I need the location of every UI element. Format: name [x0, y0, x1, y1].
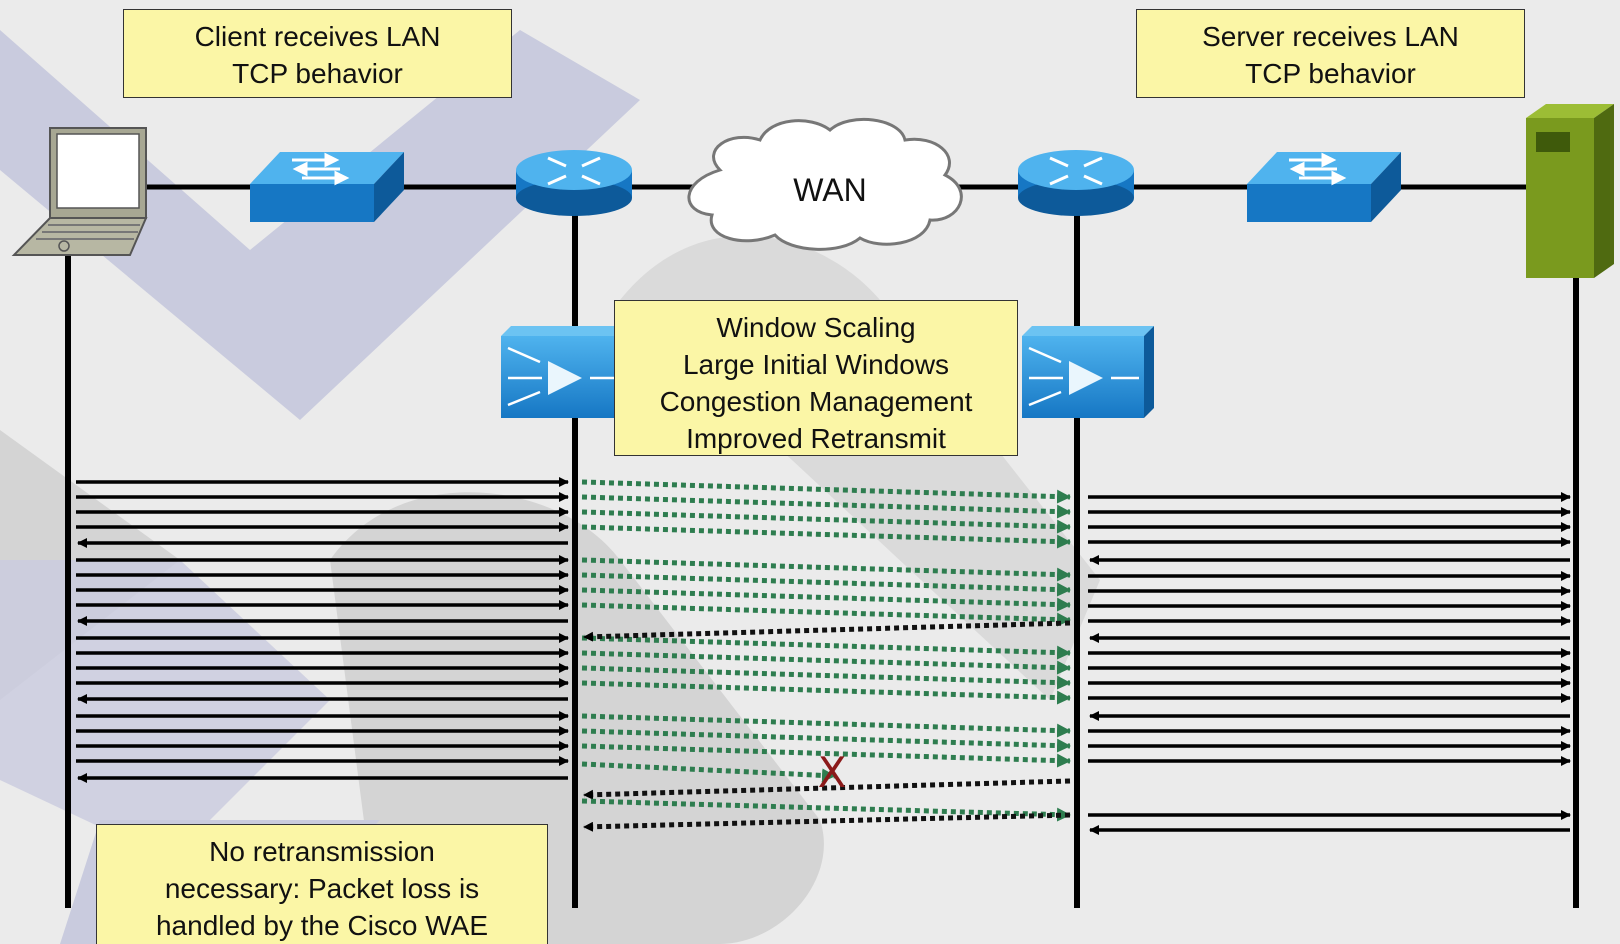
- retransmit-arrow: [581, 798, 1071, 822]
- optimized-data-arrow: [581, 494, 1071, 519]
- note-line: TCP behavior: [232, 58, 403, 89]
- optimized-data-arrow: [581, 713, 1071, 738]
- optimization-features-note: Window Scaling Large Initial Windows Con…: [614, 300, 1018, 456]
- note-line: Client receives LAN: [194, 21, 441, 52]
- timelines: [65, 205, 1579, 908]
- client-tcp-note: Client receives LAN TCP behavior: [123, 9, 512, 98]
- packet-loss-note: No retransmission necessary: Packet loss…: [96, 824, 548, 944]
- feature-large-initial-windows: Large Initial Windows: [682, 349, 950, 380]
- optimized-data-arrow: [581, 743, 1071, 768]
- laptop-icon: [11, 127, 148, 256]
- wan-ack-arrow: [583, 778, 1071, 800]
- optimized-data-arrow: [581, 650, 1071, 675]
- server-icon: [1526, 104, 1614, 278]
- feature-congestion-management: Congestion Management: [659, 386, 973, 417]
- router-icon: [516, 150, 632, 216]
- packet-drop-marker: X: [817, 748, 847, 797]
- wae-icon: [1022, 326, 1154, 418]
- note-line: necessary: Packet loss is: [164, 873, 480, 904]
- optimized-data-arrow: [581, 524, 1071, 549]
- wan-label: WAN: [793, 172, 867, 208]
- optimized-data-arrow: [581, 509, 1071, 534]
- optimized-data-arrow: [581, 665, 1071, 690]
- note-line: Server receives LAN: [1202, 21, 1459, 52]
- note-line: handled by the Cisco WAE: [155, 910, 489, 941]
- wan-ack-arrow: [583, 812, 1071, 832]
- feature-window-scaling: Window Scaling: [716, 312, 916, 343]
- optimized-data-arrow: [581, 602, 1071, 627]
- optimized-data-arrow: [581, 635, 1071, 660]
- optimized-data-arrow: [581, 557, 1071, 582]
- lost-packet-arrow: [581, 761, 836, 783]
- lan-switch-icon: [1247, 152, 1401, 222]
- router-icon: [1018, 150, 1134, 216]
- optimized-data-arrow: [581, 587, 1071, 612]
- note-line: No retransmission: [209, 836, 435, 867]
- wan-cloud-icon: [687, 117, 963, 251]
- wan-ack-arrow: [583, 620, 1071, 642]
- note-line: TCP behavior: [1245, 58, 1416, 89]
- wae-icon: [501, 326, 633, 418]
- feature-improved-retransmit: Improved Retransmit: [686, 423, 946, 454]
- optimized-data-arrow: [581, 680, 1071, 705]
- optimized-data-arrow: [581, 479, 1071, 504]
- optimized-data-arrow: [581, 728, 1071, 753]
- server-tcp-note: Server receives LAN TCP behavior: [1136, 9, 1525, 98]
- packet-flows: [76, 477, 1571, 835]
- optimized-data-arrow: [581, 572, 1071, 597]
- lan-switch-icon: [250, 152, 404, 222]
